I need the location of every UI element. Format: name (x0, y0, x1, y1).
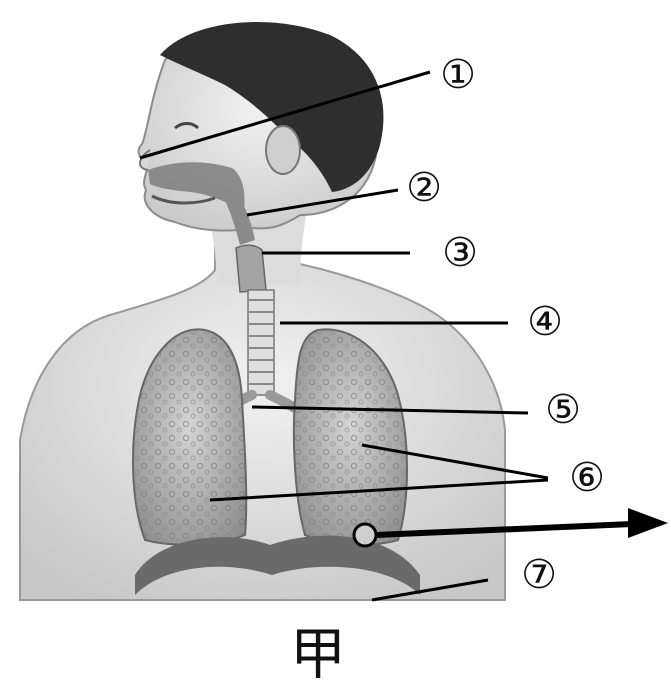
figure-caption: 甲 (290, 623, 346, 685)
trachea (248, 290, 274, 395)
label-4: ④ (527, 299, 563, 345)
label-5: ⑤ (545, 387, 581, 433)
larynx (236, 245, 266, 292)
label-6: ⑥ (569, 455, 605, 501)
alveolus-marker (354, 524, 376, 546)
label-3: ③ (442, 230, 478, 276)
ear (266, 126, 300, 174)
label-1: ① (440, 52, 476, 98)
label-2: ② (406, 165, 442, 211)
label-7: ⑦ (521, 552, 557, 598)
